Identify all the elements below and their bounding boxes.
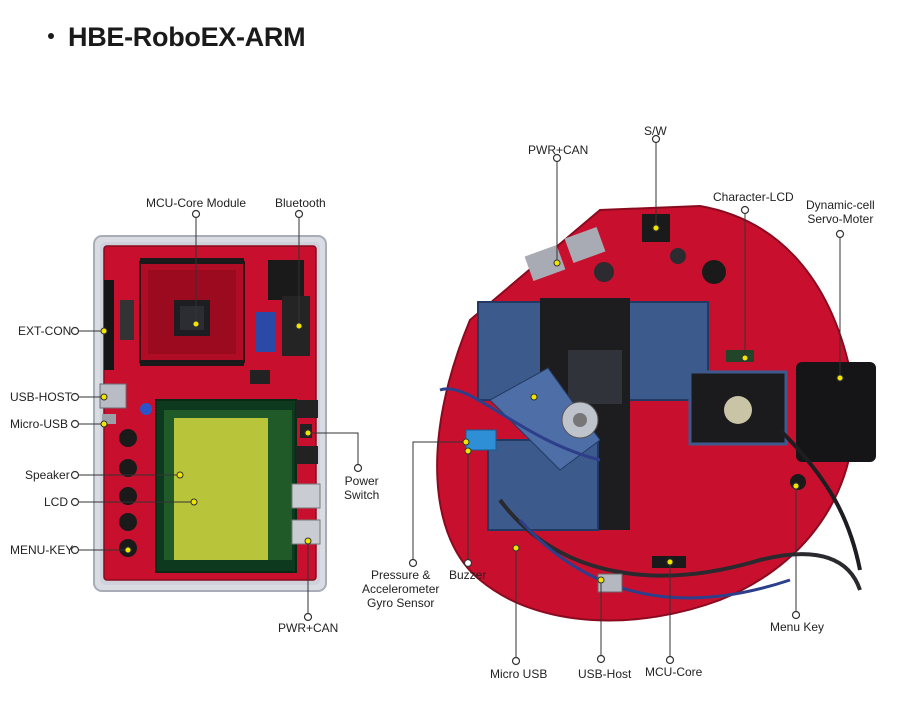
label-usb-host: USB-HOST bbox=[10, 390, 73, 404]
label-pressure-sensor: Pressure & Accelerometer Gyro Sensor bbox=[362, 568, 439, 610]
label-mcu-core: MCU-Core bbox=[645, 665, 703, 679]
label-micro-usb: Micro-USB bbox=[10, 417, 69, 431]
label-usb-host-robot: USB-Host bbox=[578, 667, 632, 681]
left-board-device bbox=[93, 235, 327, 592]
label-micro-usb-robot: Micro USB bbox=[490, 667, 548, 681]
label-dynamic-cell-servo: Dynamic-cell Servo-Moter bbox=[806, 198, 875, 226]
label-lcd: LCD bbox=[44, 495, 69, 509]
title-bullet bbox=[48, 32, 54, 39]
label-power-switch-line-2: Switch bbox=[344, 488, 380, 502]
label-mcu-core-module: MCU-Core Module bbox=[146, 196, 247, 210]
label-menu-key-robot: Menu Key bbox=[770, 620, 825, 634]
page-title: HBE-RoboEX-ARM bbox=[48, 22, 306, 53]
label-pwr-can-left: PWR+CAN bbox=[278, 621, 339, 635]
robot-device bbox=[436, 204, 876, 622]
leader-lines bbox=[78, 142, 841, 658]
label-menu-key: MENU-KEY bbox=[10, 543, 74, 557]
label-power-switch-line-1: Power bbox=[344, 474, 379, 488]
label-pressure-line-3: Gyro Sensor bbox=[367, 596, 435, 610]
label-servo-line-2: Servo-Moter bbox=[807, 212, 874, 226]
label-servo-line-1: Dynamic-cell bbox=[806, 198, 875, 212]
label-sw: S/W bbox=[644, 124, 667, 138]
label-ext-con: EXT-CON bbox=[18, 324, 72, 338]
label-pwr-can-robot: PWR+CAN bbox=[528, 143, 589, 157]
label-buzzer: Buzzer bbox=[449, 568, 487, 582]
label-bluetooth: Bluetooth bbox=[275, 196, 326, 210]
label-pressure-line-1: Pressure & bbox=[371, 568, 431, 582]
title-text: HBE-RoboEX-ARM bbox=[68, 22, 306, 52]
label-pressure-line-2: Accelerometer bbox=[362, 582, 440, 596]
label-markers bbox=[70, 134, 845, 666]
label-power-switch: Power Switch bbox=[344, 474, 379, 502]
label-character-lcd: Character-LCD bbox=[713, 190, 794, 204]
label-speaker: Speaker bbox=[25, 468, 70, 482]
